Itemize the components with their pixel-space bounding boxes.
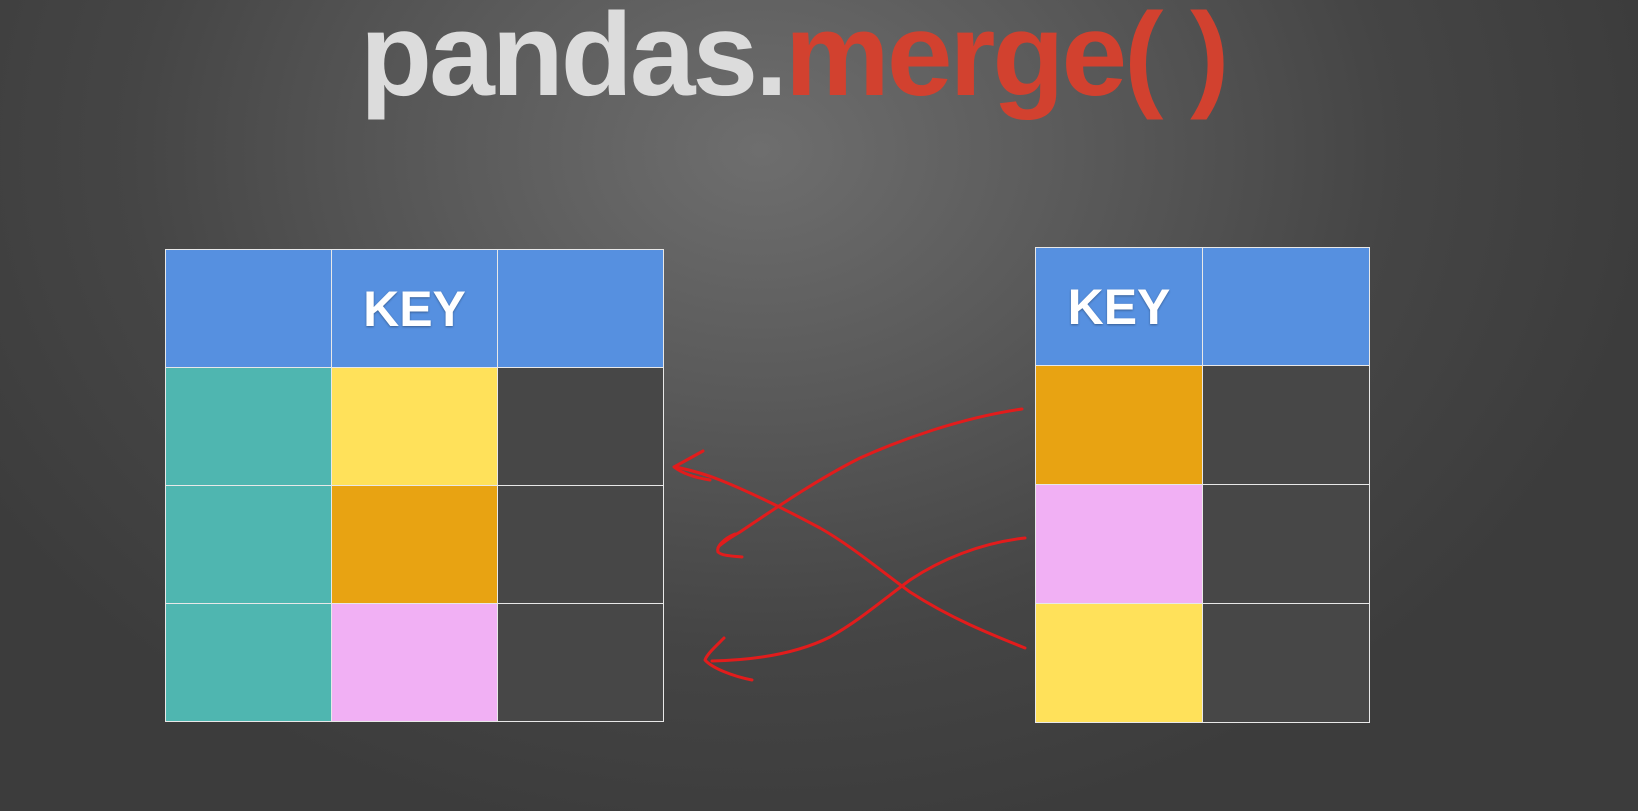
right-dataframe-table: KEY xyxy=(1035,247,1370,723)
left-row-1-key xyxy=(332,368,498,486)
title-function: merge( ) xyxy=(784,0,1230,121)
left-row-2-key xyxy=(332,486,498,604)
left-row-1-col-1 xyxy=(166,368,332,486)
arrow-yellow-match xyxy=(672,449,1027,650)
slide-title: pandas.merge( ) xyxy=(360,0,1229,114)
right-row-3-key xyxy=(1036,604,1203,723)
left-dataframe-table: KEY xyxy=(165,249,664,722)
left-row-1-col-3 xyxy=(498,368,664,486)
right-row-3-col-2 xyxy=(1203,604,1370,723)
right-header-cell-2 xyxy=(1203,248,1370,366)
left-header-key-cell: KEY xyxy=(332,250,498,368)
left-row-2-col-1 xyxy=(166,486,332,604)
right-row-2-col-2 xyxy=(1203,485,1370,604)
right-row-1-key xyxy=(1036,366,1203,485)
left-row-3-key xyxy=(332,604,498,722)
left-header-cell-3 xyxy=(498,250,664,368)
arrow-pink-match xyxy=(703,536,1027,682)
left-header-cell-1 xyxy=(166,250,332,368)
arrow-orange-match xyxy=(716,407,1024,559)
title-prefix: pandas. xyxy=(360,0,788,121)
left-row-3-col-3 xyxy=(498,604,664,722)
left-row-3-col-1 xyxy=(166,604,332,722)
left-row-2-col-3 xyxy=(498,486,664,604)
right-row-1-col-2 xyxy=(1203,366,1370,485)
right-row-2-key xyxy=(1036,485,1203,604)
right-header-key-cell: KEY xyxy=(1036,248,1203,366)
